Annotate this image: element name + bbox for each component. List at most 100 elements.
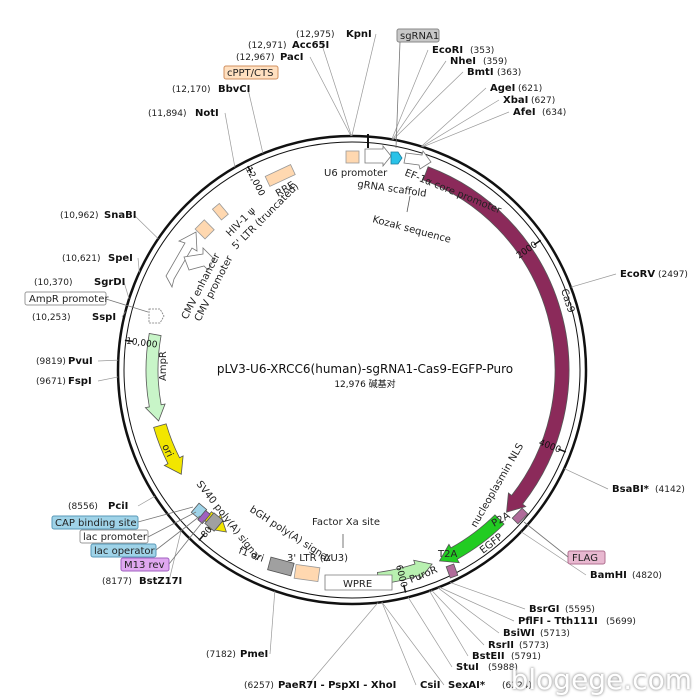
site-pcii: PciI(8556) — [68, 495, 156, 512]
svg-text:CAP binding site: CAP binding site — [55, 518, 137, 529]
site-position: (11,894) — [148, 109, 187, 119]
site-position: (353) — [470, 46, 494, 56]
site-position: (9671) — [36, 377, 66, 387]
site-bsiwi: BsiWI(5713) — [437, 587, 570, 639]
ef1a-promoter-arrow — [403, 150, 432, 170]
site-position: (10,962) — [60, 211, 99, 221]
svg-text:cPPT/CTS: cPPT/CTS — [227, 68, 273, 79]
site-name: BmtI — [467, 67, 494, 78]
site-name: PciI — [108, 501, 128, 512]
label-factor-xa: Factor Xa site — [312, 517, 380, 528]
m13-rev-tag: M13 rev — [120, 519, 205, 572]
plasmid-size: 12,976 碱基对 — [334, 378, 395, 390]
site-name: PvuI — [68, 356, 93, 367]
site-name: SnaBI — [104, 210, 136, 221]
flag-tag: FLAG — [523, 521, 606, 565]
site-position: (5791) — [511, 652, 541, 662]
restriction-sites: KpnI(12,975)Acc65I(12,971)PacI(12,967)Bb… — [32, 29, 688, 691]
plasmid-title: pLV3-U6-XRCC6(human)-sgRNA1-Cas9-EGFP-Pu… — [217, 362, 513, 376]
site-sspi: SspI (10,253) — [32, 311, 126, 323]
tick-mark — [403, 584, 407, 593]
site-agei: AgeI(621) — [421, 83, 542, 147]
label-3ltr: 3' LTR (ΔU3) — [287, 553, 348, 564]
site-position: (10,253) — [32, 313, 71, 323]
site-snabi: SnaBI (10,962) — [60, 210, 159, 239]
site-nhei: NheI(359) — [392, 56, 507, 140]
rre-block — [264, 164, 296, 187]
site-name: StuI — [456, 662, 479, 673]
cmv-promoter-arrow — [183, 247, 215, 271]
site-pflfi-tth111i: PflFI - Tth111I(5699) — [439, 586, 636, 627]
watermark: blogege.com — [510, 663, 692, 696]
site-spei: SpeI(10,621) — [62, 253, 140, 273]
site-rsrii: RsrII(5773) — [431, 589, 549, 651]
site-name: XbaI — [503, 95, 528, 106]
site-position: (10,621) — [62, 254, 101, 264]
svg-text:AmpR promoter: AmpR promoter — [29, 294, 109, 305]
feature-ori — [153, 423, 184, 475]
site-bsabi-: BsaBI* (4142) — [564, 468, 685, 495]
label-ampr-inner: AmpR — [158, 351, 169, 381]
top-features — [148, 134, 529, 591]
site-name: Acc65I — [292, 40, 329, 51]
tick-mark — [558, 448, 567, 453]
site-position: (4142) — [655, 485, 685, 495]
site-name: KpnI — [346, 29, 372, 40]
label-ori-inner: ori — [159, 443, 174, 459]
site-pmei: PmeI (7182) — [206, 590, 276, 660]
site-name: CsiI — [420, 680, 440, 691]
kozak-leader — [406, 195, 411, 213]
svg-text:lac operator: lac operator — [94, 546, 155, 557]
lac-promoter-tag: lac promoter — [79, 511, 197, 544]
site-xbai: XbaI(627) — [421, 95, 555, 148]
site-position: (5713) — [540, 629, 570, 639]
ltr5-block — [194, 219, 215, 240]
site-position: (10,370) — [34, 278, 73, 288]
site-position: (12,967) — [236, 53, 275, 63]
site-paci: PacI(12,967) — [236, 52, 352, 137]
label-wpre: WPRE — [343, 579, 372, 590]
ampr-promoter-tag: AmpR promoter — [24, 291, 149, 313]
site-position: (627) — [531, 96, 555, 106]
site-bsteii: BstEII (5791) — [429, 590, 541, 662]
site-name: AgeI — [490, 83, 515, 94]
site-sgrdi: SgrDI (10,370) — [34, 277, 130, 299]
site-position: (8177) — [102, 577, 132, 587]
svg-text:M13 rev: M13 rev — [124, 560, 165, 571]
site-name: EcoRV — [620, 269, 655, 280]
site-name: BsaBI* — [612, 484, 650, 495]
lac-operator-tag: lac operator — [90, 515, 201, 558]
svg-text:lac promoter: lac promoter — [83, 532, 148, 543]
ltr3-block — [293, 563, 321, 583]
site-sexai-: SexAI*(6224) — [381, 601, 532, 691]
site-name: EcoRI — [432, 45, 463, 56]
site-position: (5699) — [606, 617, 636, 627]
tick-mark — [124, 339, 133, 343]
site-position: (363) — [497, 68, 521, 78]
site-position: (12,975) — [296, 30, 335, 40]
site-name: BamHI — [590, 570, 627, 581]
label-t2a: T2A — [437, 549, 457, 560]
site-position: (5595) — [565, 605, 595, 615]
feature-egfp — [438, 514, 505, 564]
site-name: SspI — [92, 312, 116, 323]
bgh-polya-block — [267, 556, 295, 577]
site-name: BbvCI — [218, 84, 250, 95]
site-name: SgrDI — [94, 277, 125, 288]
site-name: NheI — [450, 56, 476, 67]
wpre-block — [324, 574, 393, 591]
site-bsrgi: BsrGI(5595) — [449, 582, 595, 615]
site-position: (621) — [518, 84, 542, 94]
site-position: (634) — [542, 108, 566, 118]
site-noti: NotI(11,894) — [148, 108, 236, 168]
label-f1-ori: f1 ori — [237, 545, 265, 564]
site-ecorv: EcoRV(2497) — [570, 269, 688, 288]
feature-cas9 — [422, 166, 570, 513]
site-name: AfeI — [513, 107, 536, 118]
site-bstz17i: BstZ17I(8177) — [102, 529, 182, 587]
site-name: PmeI — [240, 649, 268, 660]
cmv-enhancer-arrow — [165, 231, 198, 289]
site-position: (7182) — [206, 650, 236, 660]
site-position: (5988) — [488, 663, 518, 673]
site-name: BstEII — [472, 651, 505, 662]
